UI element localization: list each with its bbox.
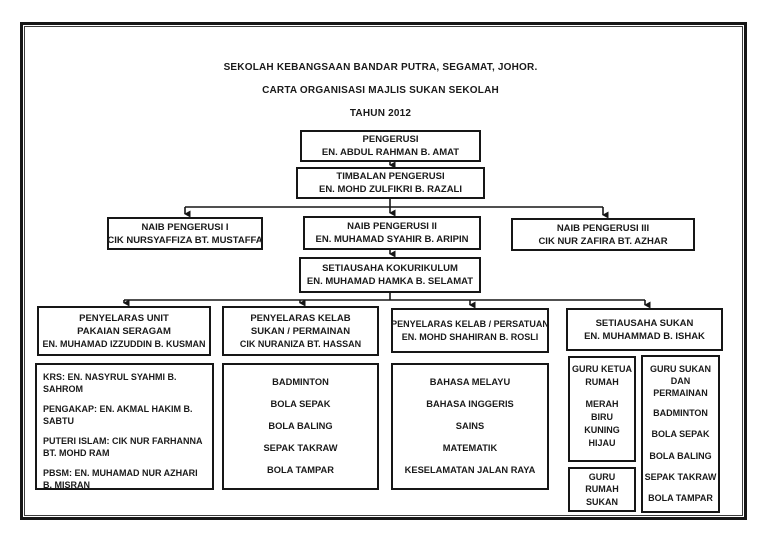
penyelaras-unit-name: EN. MUHAMAD IZZUDDIN B. KUSMAN	[42, 338, 206, 349]
naib1-name: CIK NURSYAFFIZA BT. MUSTAFFA	[107, 234, 263, 246]
guru-rumah-sukan-line3: SUKAN	[585, 496, 618, 507]
naib3-title: NAIB PENGERUSI III	[556, 222, 650, 234]
guru-sukan-item: BOLA BALING	[649, 450, 712, 461]
house-merah: MERAH	[585, 399, 619, 409]
subject-club-item: MATEMATIK	[442, 443, 498, 454]
panel-sports-clubs: BADMINTON BOLA SEPAK BOLA BALING SEPAK T…	[222, 363, 379, 490]
uniform-unit-pengakap: PENGAKAP: EN. AKMAL HAKIM B. SABTU	[43, 404, 193, 426]
box-timbalan-pengerusi: TIMBALAN PENGERUSI EN. MOHD ZULFIKRI B. …	[296, 167, 485, 199]
panel-guru-ketua-rumah: GURU KETUA RUMAH MERAH BIRU KUNING HIJAU	[568, 356, 636, 462]
penyelaras-kelab-sukan-title2: SUKAN / PERMAINAN	[250, 325, 351, 337]
guru-sukan-item: BOLA TAMPAR	[648, 492, 713, 503]
sports-club-item: BOLA SEPAK	[270, 398, 331, 409]
outer-frame	[20, 22, 747, 520]
guru-sukan-title: GURU SUKAN DAN PERMAINAN	[650, 363, 711, 399]
pengerusi-title: PENGERUSI	[362, 134, 419, 145]
panel-guru-rumah-sukan: GURU RUMAH SUKAN	[568, 467, 636, 512]
guru-rumah-sukan-line2: RUMAH	[585, 484, 619, 495]
naib2-name: EN. MUHAMAD SYAHIR B. ARIPIN	[315, 234, 469, 245]
pengerusi-name: EN. ABDUL RAHMAN B. AMAT	[321, 147, 460, 158]
setiausaha-sukan-name: EN. MUHAMMAD B. ISHAK	[584, 330, 705, 342]
penyelaras-kelab-sukan-title1: PENYELARAS KELAB	[250, 312, 351, 324]
penyelaras-unit-title1: PENYELARAS UNIT	[79, 312, 169, 324]
penyelaras-unit-title2: PAKAIAN SERAGAM	[77, 325, 171, 337]
inner-frame-line	[24, 26, 743, 516]
guru-sukan-item: BADMINTON	[653, 408, 708, 419]
guru-sukan-title-line2: DAN	[670, 376, 691, 386]
sports-club-item: BOLA BALING	[268, 420, 333, 431]
box-naib-pengerusi-1: NAIB PENGERUSI I CIK NURSYAFFIZA BT. MUS…	[107, 217, 263, 250]
guru-sukan-title-line3: PERMAINAN	[653, 388, 708, 398]
uniform-unit-krs: KRS: EN. NASYRUL SYAHMI B. SAHROM	[43, 372, 177, 394]
school-name: SEKOLAH KEBANGSAAN BANDAR PUTRA, SEGAMAT…	[223, 62, 538, 73]
naib3-name: CIK NUR ZAFIRA BT. AZHAR	[538, 235, 668, 247]
subject-club-item: SAINS	[455, 420, 485, 431]
subject-club-item: BAHASA MELAYU	[429, 376, 511, 387]
box-naib-pengerusi-2: NAIB PENGERUSI II EN. MUHAMAD SYAHIR B. …	[303, 216, 481, 250]
chart-year: TAHUN 2012	[349, 108, 412, 119]
setiausaha-sukan-title: SETIAUSAHA SUKAN	[595, 317, 694, 329]
guru-ketua-rumah-title-line1: GURU KETUA	[572, 364, 632, 374]
guru-rumah-sukan-line1: GURU	[588, 471, 616, 482]
box-pengerusi: PENGERUSI EN. ABDUL RAHMAN B. AMAT	[300, 130, 481, 162]
uniform-unit-puteri-islam: PUTERI ISLAM: CIK NUR FARHANNA BT. MOHD …	[43, 436, 203, 458]
panel-guru-sukan-permainan: GURU SUKAN DAN PERMAINAN BADMINTON BOLA …	[641, 355, 720, 513]
subject-club-item: KESELAMATAN JALAN RAYA	[404, 465, 536, 476]
penyelaras-kelab-sukan-name: CIK NURANIZA BT. HASSAN	[239, 338, 362, 349]
box-naib-pengerusi-3: NAIB PENGERUSI III CIK NUR ZAFIRA BT. AZ…	[511, 218, 695, 251]
timbalan-name: EN. MOHD ZULFIKRI B. RAZALI	[318, 184, 462, 195]
box-penyelaras-kelab-persatuan: PENYELARAS KELAB / PERSATUAN EN. MOHD SH…	[391, 308, 549, 353]
box-setiausaha-sukan: SETIAUSAHA SUKAN EN. MUHAMMAD B. ISHAK	[566, 308, 723, 351]
panel-uniform-units: KRS: EN. NASYRUL SYAHMI B. SAHROM PENGAK…	[35, 363, 214, 490]
guru-sukan-title-line1: GURU SUKAN	[649, 364, 711, 374]
sports-club-item: SEPAK TAKRAW	[263, 443, 338, 454]
setiausaha-koku-title: SETIAUSAHA KOKURIKULUM	[322, 263, 458, 274]
penyelaras-kelab-persatuan-name: EN. MOHD SHAHIRAN B. ROSLI	[401, 331, 539, 342]
subject-club-item: BAHASA INGGERIS	[426, 398, 514, 409]
panel-subject-clubs: BAHASA MELAYU BAHASA INGGERIS SAINS MATE…	[391, 363, 549, 490]
timbalan-title: TIMBALAN PENGERUSI	[336, 171, 445, 182]
guru-sukan-item: BOLA SEPAK	[651, 429, 710, 440]
penyelaras-kelab-persatuan-title: PENYELARAS KELAB / PERSATUAN	[391, 318, 549, 329]
uniform-unit-pbsm: PBSM: EN. MUHAMAD NUR AZHARI B. MISRAN	[43, 468, 198, 490]
house-biru: BIRU	[591, 412, 613, 422]
sports-club-item: BOLA TAMPAR	[267, 465, 334, 476]
guru-sukan-item: SEPAK TAKRAW	[644, 471, 717, 482]
box-penyelaras-unit: PENYELARAS UNIT PAKAIAN SERAGAM EN. MUHA…	[37, 306, 211, 356]
chart-title: CARTA ORGANISASI MAJLIS SUKAN SEKOLAH	[262, 85, 499, 96]
setiausaha-koku-name: EN. MUHAMAD HAMKA B. SELAMAT	[306, 276, 474, 287]
box-penyelaras-kelab-sukan: PENYELARAS KELAB SUKAN / PERMAINAN CIK N…	[222, 306, 379, 356]
sports-club-item: BADMINTON	[272, 376, 329, 387]
naib1-title: NAIB PENGERUSI I	[141, 221, 229, 233]
house-kuning: KUNING	[584, 425, 620, 435]
box-setiausaha-kokurikulum: SETIAUSAHA KOKURIKULUM EN. MUHAMAD HAMKA…	[299, 257, 481, 293]
naib2-title: NAIB PENGERUSI II	[347, 221, 437, 232]
guru-ketua-rumah-title-line2: RUMAH	[585, 377, 619, 387]
house-hijau: HIJAU	[588, 438, 616, 448]
